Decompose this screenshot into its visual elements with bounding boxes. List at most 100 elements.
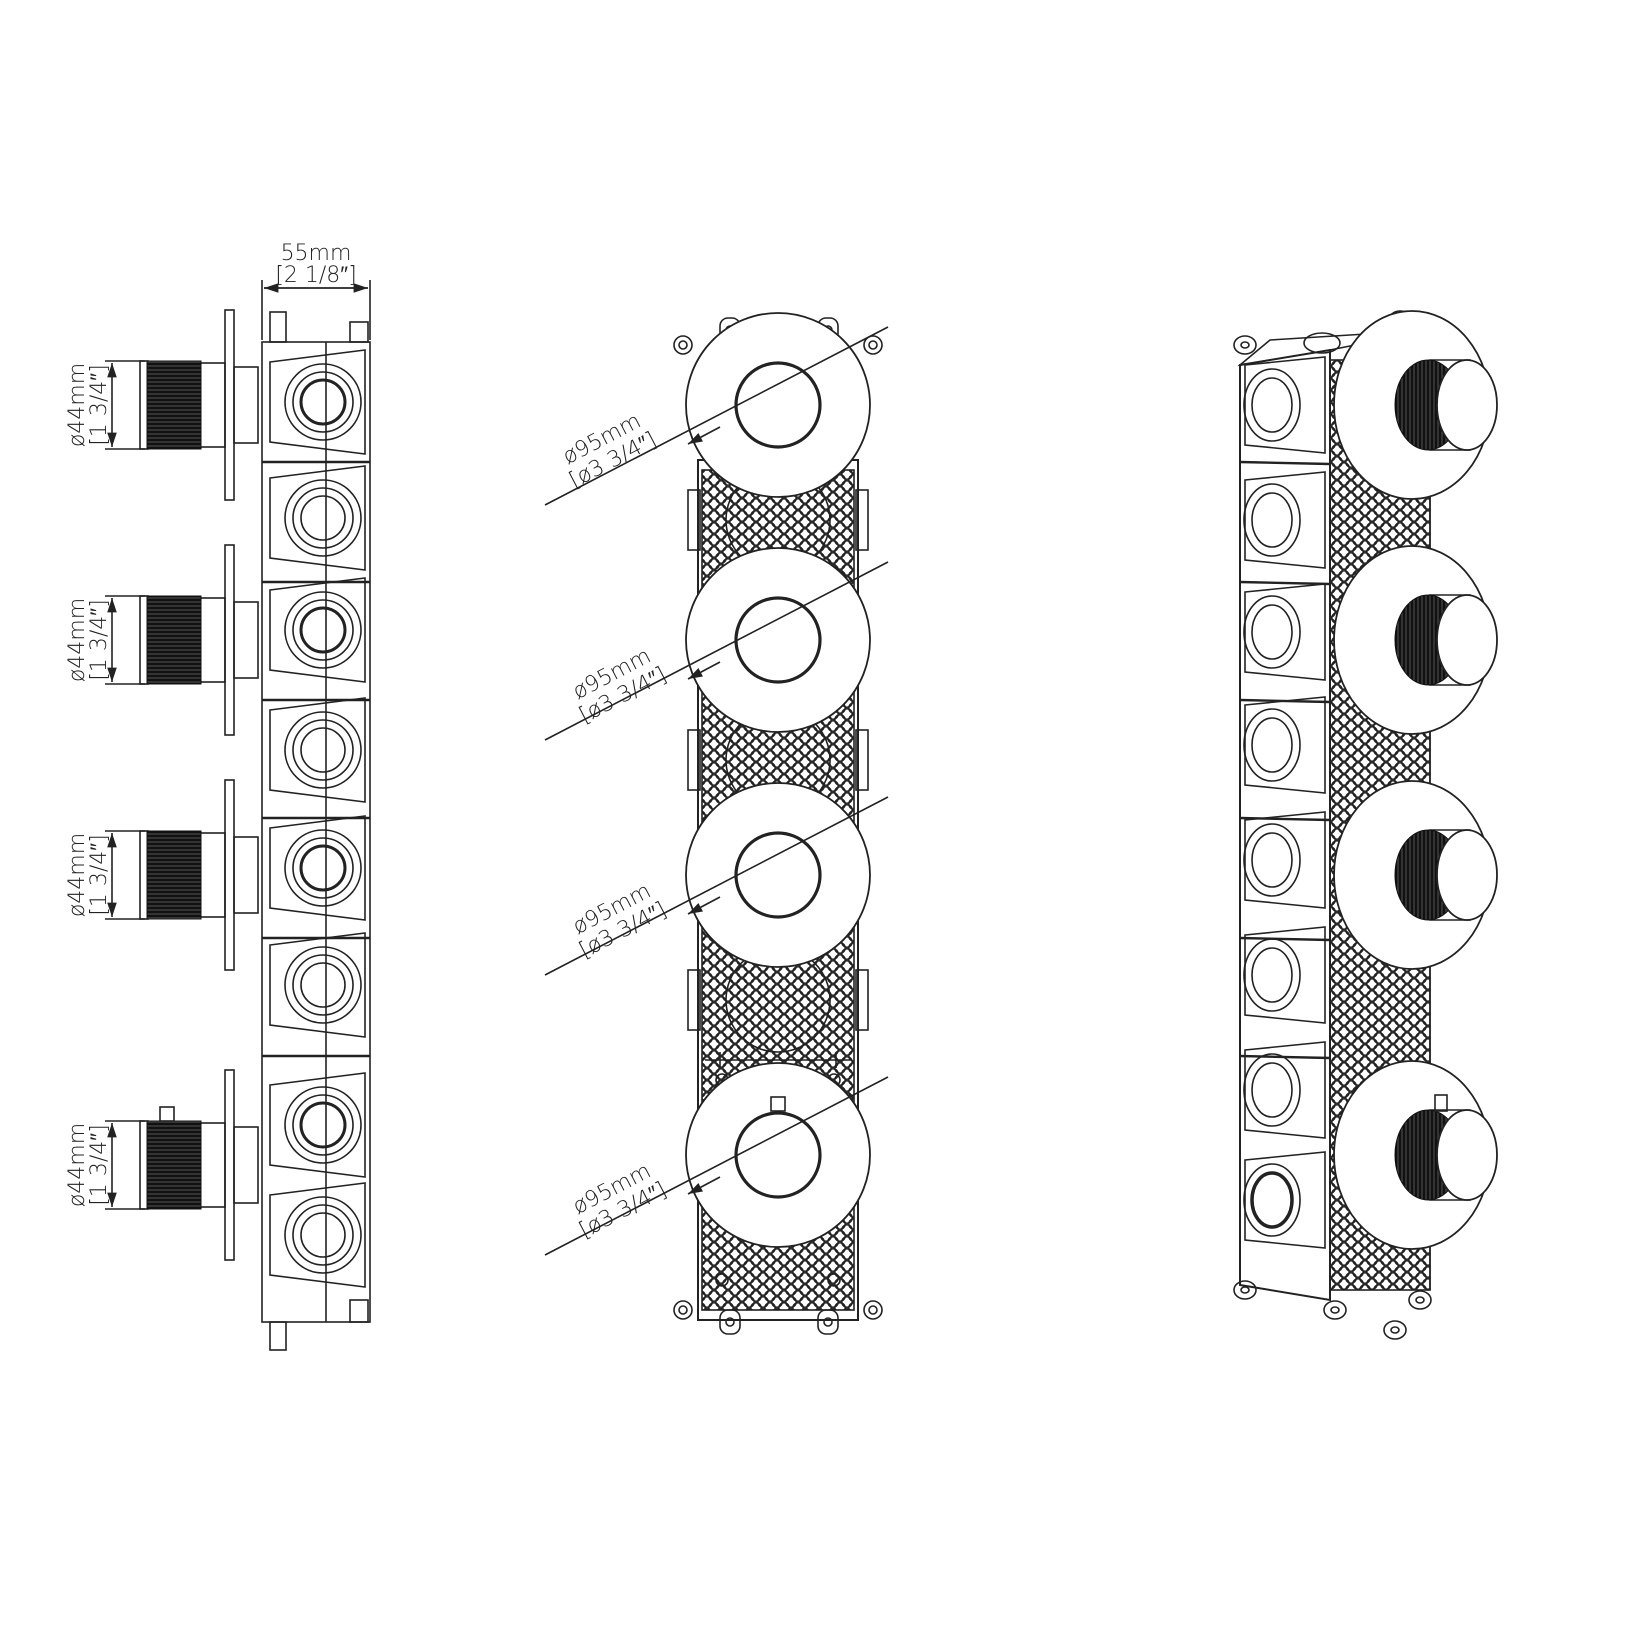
diameter-leader [544, 561, 889, 741]
diameter-leader [544, 796, 889, 976]
port-ring [1243, 938, 1301, 1012]
knob-cap [1436, 1109, 1498, 1201]
port-bore [300, 962, 346, 1008]
port-housing [269, 1182, 366, 1288]
diameter-leader [544, 326, 889, 506]
port-ring [1243, 368, 1301, 442]
port-ring [292, 954, 354, 1016]
lug-hole [678, 1305, 688, 1315]
knob-neck [199, 597, 226, 683]
mounting-lug [673, 1300, 693, 1320]
mounting-ear [719, 1309, 741, 1335]
port-housing [269, 577, 366, 683]
knob-dim-mm: ø44mm [65, 363, 90, 447]
wall-plate [224, 544, 235, 736]
knob-dimension: ø44mm[1 3/4″] [65, 1123, 112, 1207]
plate-dimension: ø95mm[ø3 3/4″] [559, 409, 661, 494]
knob-dim-inch: [1 3/4″] [87, 834, 112, 915]
knob-neck [199, 362, 226, 448]
port-ring [284, 1196, 362, 1274]
port-bore [1251, 1062, 1293, 1118]
front-view [544, 312, 889, 1335]
mounting-tab [269, 1321, 287, 1351]
width-dim-inch: [2 1/8″] [275, 263, 356, 288]
side-view [105, 280, 371, 1351]
port-bore [1251, 377, 1293, 433]
knob-knurl [146, 360, 202, 450]
lug-hole [678, 340, 688, 350]
knob-neck [199, 832, 226, 918]
port-ring [292, 1204, 354, 1266]
knob-dimension: ø44mm[1 3/4″] [65, 598, 112, 682]
stop-button [1434, 1094, 1448, 1112]
port-bore [1250, 1171, 1294, 1229]
plate-dimension: ø95mm[ø3 3/4″] [569, 644, 671, 729]
port-ring [1243, 1053, 1301, 1127]
lug-hole [868, 1305, 878, 1315]
knob-dim-mm: ø44mm [65, 598, 90, 682]
port-housing [1244, 696, 1326, 794]
width-dim-mm: 55mm [281, 241, 352, 266]
port-ring [284, 479, 362, 557]
module-divider [1239, 460, 1331, 466]
width-dimension: 55mm [2 1/8″] [275, 241, 356, 288]
lug-hole [1240, 341, 1250, 349]
port-housing [1244, 811, 1326, 909]
isometric-view [1233, 310, 1498, 1340]
port-bore [1251, 492, 1293, 548]
mounting-tab [269, 311, 287, 343]
port-bore [1251, 717, 1293, 773]
port-ring [292, 837, 354, 899]
screw [715, 1273, 729, 1287]
knob-dim-inch: [1 3/4″] [87, 599, 112, 680]
plate-dimension: ø95mm[ø3 3/4″] [569, 879, 671, 964]
module-clip [705, 1052, 850, 1068]
mounting-tab [349, 321, 369, 343]
lug-hole [1415, 1296, 1425, 1304]
lug-hole [823, 1317, 833, 1327]
knob-spindle [233, 836, 259, 914]
mounting-lug [863, 335, 883, 355]
lug-hole [1240, 1286, 1250, 1294]
wall-plate [224, 779, 235, 971]
knob-neck [199, 1122, 226, 1208]
port-ring [292, 599, 354, 661]
cover-plate [685, 1062, 871, 1248]
port-housing [1244, 926, 1326, 1024]
port-ring [1243, 595, 1301, 669]
module-divider [1239, 1054, 1331, 1060]
cover-plate [685, 312, 871, 498]
port-bore [1251, 832, 1293, 888]
port-bore [299, 844, 347, 892]
knob-knurl [146, 1120, 202, 1210]
knob-cap [1436, 594, 1498, 686]
port-housing [1244, 356, 1326, 454]
diameter-leader [544, 1076, 889, 1256]
port-housing [269, 1072, 366, 1178]
side-port [687, 969, 701, 1031]
port-ring [284, 591, 362, 669]
port-ring [284, 829, 362, 907]
port-ring [284, 363, 362, 441]
knob-dim-inch: [1 3/4″] [87, 364, 112, 445]
knob-spindle [233, 1126, 259, 1204]
knob-dimension: ø44mm[1 3/4″] [65, 833, 112, 917]
port-housing [269, 349, 366, 455]
arrow [687, 1176, 721, 1195]
port-ring [284, 711, 362, 789]
knob-spindle [233, 601, 259, 679]
port-bore [299, 378, 347, 426]
arrow [687, 426, 721, 445]
side-port [855, 729, 869, 791]
lug-hole [868, 340, 878, 350]
lug-hole [1390, 1326, 1400, 1334]
wall-plate [224, 309, 235, 501]
port-bore [300, 495, 346, 541]
side-port [855, 489, 869, 551]
arrow [687, 661, 721, 680]
port-ring [292, 371, 354, 433]
mounting-lug [1233, 1280, 1257, 1300]
knob-dim-mm: ø44mm [65, 833, 90, 917]
